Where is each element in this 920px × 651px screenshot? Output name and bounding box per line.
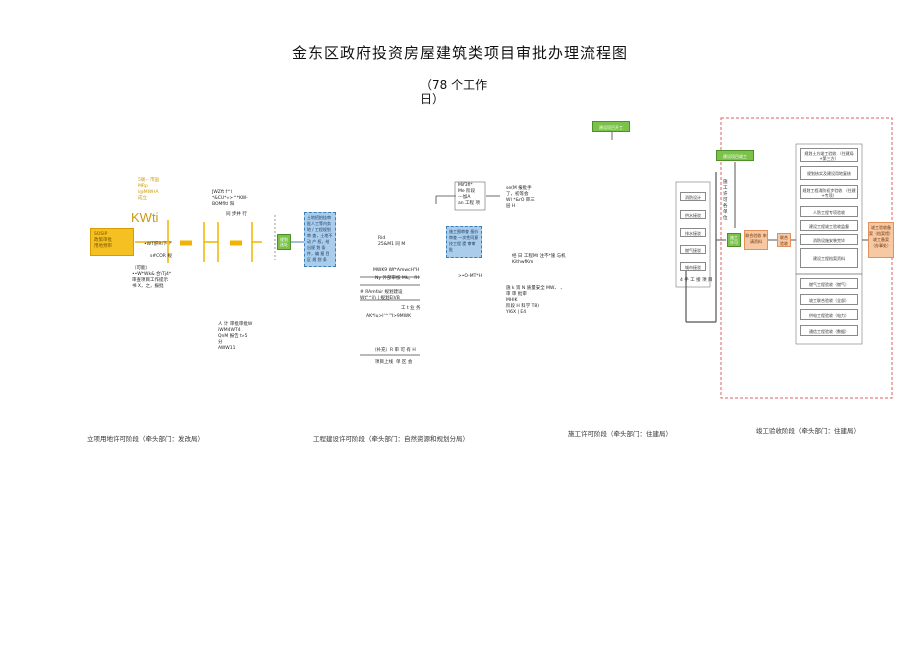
stage2-right-top-a: Mif3fi* Me 阶段 ---加A an 工程 项	[458, 183, 480, 206]
stage1-upper-note: JWZft f^l *&CU*«>^*KW- BOMfltl 阳	[212, 190, 248, 207]
stage2-line-4: 工 t 业 务	[401, 306, 421, 311]
stage4-upper-item-7: 建设工程档案资料	[800, 248, 858, 268]
stage3-item-1: 消防设计	[680, 192, 706, 201]
stage1-green-box: 规划 选址	[277, 234, 291, 250]
stage2-note-c: >•O-MT*H	[458, 274, 482, 279]
stage4-upper-item-6: 消防设施安装完毕	[800, 234, 858, 245]
stage4-final-box: 竣工验收备 案（档案馆） 竣工备案 （办事处）	[868, 222, 894, 258]
stage4-lower-item-3: 供电工程验收（电力）	[800, 309, 858, 320]
stage3-item-2: 供水接驳	[680, 210, 706, 219]
stage1-sub-label: 同 步并 行	[226, 212, 247, 217]
stage4-upper-item-3: 规划工程消防初步验收 （住建+专项）	[800, 185, 858, 199]
stage4-start-box: 建设项目竣工	[716, 150, 754, 161]
stage2-blue-box: 施工图审查 报价审查 一次性同意 技工程 提 审审批	[446, 226, 482, 258]
stage2-label: 工程建设许可阶段（牵头部门：自然资源和规划分局）	[313, 435, 469, 443]
stage4-acceptance-box: 联合 验收	[777, 233, 791, 247]
stage1-note-c: （可能） ••W*Wk& 合\Tj4* 审查项目工作提示 书 X，之，报批	[132, 266, 172, 289]
subtitle: （78 个工作 日）	[420, 78, 487, 106]
stage2-line-6: （补充）R 审 可 有 H	[372, 348, 416, 353]
stage3-item-5: 城市接驳	[680, 262, 706, 271]
stage3-permit-box: 施工 许可	[727, 233, 741, 247]
stage1-lower-note: 人 计 审批审批W iWM4WT4 QnM 报告 t»5 分 AWW11	[218, 322, 253, 351]
stage3-item-4: 燃气接驳	[680, 245, 706, 254]
stage4-apply-box: 联合验收 申请资料	[744, 230, 768, 250]
stage1-label: 立项用地许可阶段（牵头部门：发改局）	[87, 435, 204, 443]
stage1-note-b: s#COR 规	[150, 254, 172, 259]
stage2-line-1: MWK9 Wf*AmwcH"H	[373, 268, 420, 273]
stage2-note-d: 经 日 工程MI 注不*施 与机 KithwfKm	[512, 254, 566, 265]
stage3-start-box: 建设项目开工	[592, 121, 630, 132]
stage4-upper-item-1: 规划土方竣工验收 （住建局+第三方）	[800, 148, 858, 162]
stage3-label: 施工许可阶段（牵头部门：住建局）	[568, 430, 672, 438]
stage2-mid-note: Rid 25&M1 同 M	[378, 236, 406, 247]
stage2-line-7b: 单 区 会	[396, 360, 413, 365]
stage4-lower-item-2: 竣工联合验收（全部）	[800, 294, 858, 305]
stage4-upper-item-2: 规划核实及建设用地复核	[800, 166, 858, 180]
stage3-bottom-note: 4 手 工 接 项 目	[680, 278, 713, 283]
stage1-blue-box: 土地招拍挂审 批人工等内务 地 / 工程规划审 查，土地不动 产 权，给出规 划…	[304, 212, 336, 267]
stage1-note-a: •WT肝Ri下 ？	[144, 242, 174, 247]
page-title: 金东区政府投资房屋建筑类项目审批办理流程图	[291, 44, 628, 62]
subtitle-line-1: （78 个工作	[420, 78, 488, 92]
stage4-upper-item-5: 建设工程竣工验收监督	[800, 220, 858, 231]
stage2-note-e: 施 k 资 N 质量安全 MW、 、 审 审 批审 MHlK 阶段 H 科学 T…	[506, 286, 565, 315]
stage4-lower-item-4: 通信工程验收（数据）	[800, 325, 858, 336]
stage2-right-top-b: se(M 报批手 了，初等会 WI *&rO 审三 层 H	[506, 186, 535, 209]
stage1-yellow-top-note: 5联-- 市国 MRp l@MWHA 成立	[138, 178, 160, 201]
stage1-yellow-box: SOSIP 政策审批 用地预审	[90, 228, 134, 256]
subtitle-line-2: 日）	[420, 92, 445, 106]
stage4-lower-item-1: 燃气工程验收（燃气）	[800, 278, 858, 289]
stage1-kwti-text: KWti	[131, 210, 159, 225]
stage2-line-3: # RAmfair 规划建设 Wt"^il\ | 规划EIVB	[360, 290, 403, 301]
stage3-vertical-text: 施 工 许 可 各 单 位	[723, 180, 728, 221]
stage2-line-5: AK*Iu>l'^'"I>9MWK	[366, 314, 412, 319]
stage3-item-3: 排水接驳	[680, 228, 706, 237]
stage2-line-7: 项目上线	[375, 360, 393, 365]
stage2-line-2: Ny 外部审核 Mk。 fH	[375, 276, 420, 281]
stage4-upper-item-4: 人防工程专项验收	[800, 206, 858, 217]
stage4-label: 竣工验收阶段（牵头部门：住建局）	[756, 427, 860, 435]
